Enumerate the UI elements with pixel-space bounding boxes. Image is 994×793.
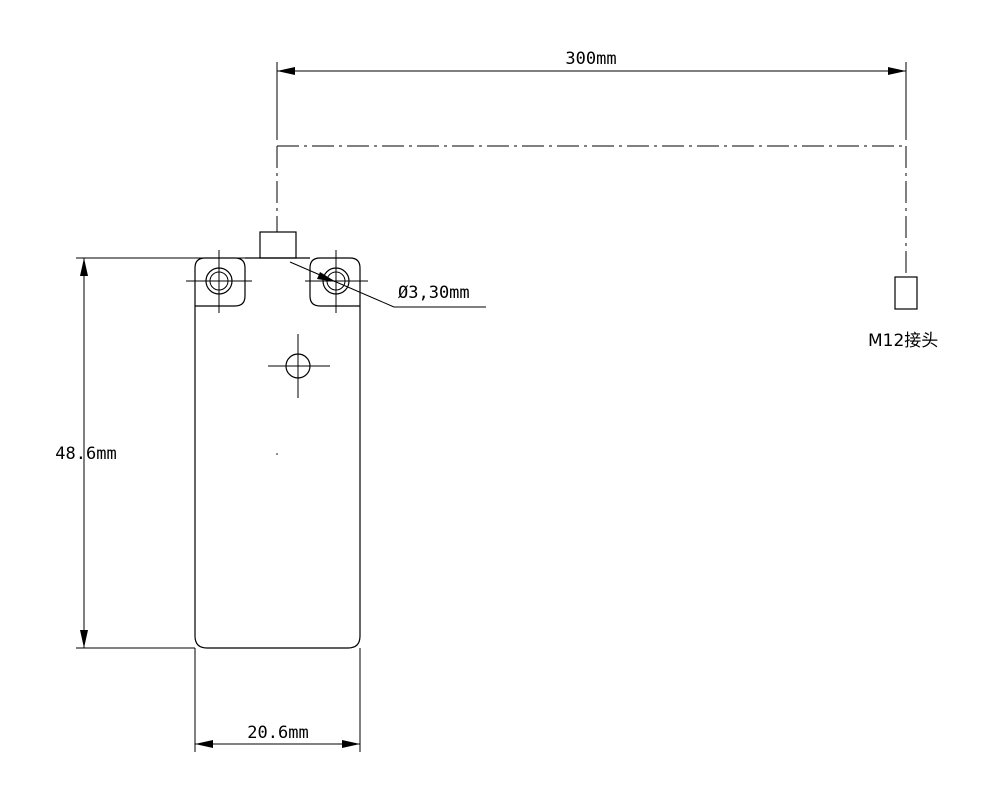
- connector-label: M12接头: [868, 331, 938, 351]
- arrowhead-width-right: [342, 740, 360, 748]
- height-label: 48.6mm: [55, 444, 116, 464]
- cable-gland: [259, 231, 297, 259]
- arrowhead-bottom: [80, 630, 88, 648]
- center-indicator: [268, 334, 330, 398]
- cable-length-label: 300mm: [565, 49, 616, 69]
- leader-arrowhead: [317, 272, 336, 282]
- hole-diameter-dimension: Ø3,30mm: [289, 261, 486, 308]
- sensor-body: [186, 231, 368, 649]
- center-dot: [276, 453, 278, 455]
- arrowhead-top: [80, 258, 88, 276]
- arrowhead-right: [888, 67, 906, 75]
- mounting-hole-left: [186, 250, 252, 313]
- arrowhead-width-left: [195, 740, 213, 748]
- cable-length-dimension: 300mm: [276, 49, 907, 140]
- hole-diameter-label: Ø3,30mm: [398, 283, 470, 303]
- arrowhead-left: [277, 67, 295, 75]
- width-label: 20.6mm: [247, 723, 308, 743]
- width-dimension: 20.6mm: [194, 648, 361, 752]
- height-dimension: 48.6mm: [55, 257, 260, 649]
- cable-path: [276, 145, 907, 276]
- m12-connector: M12接头: [868, 276, 938, 351]
